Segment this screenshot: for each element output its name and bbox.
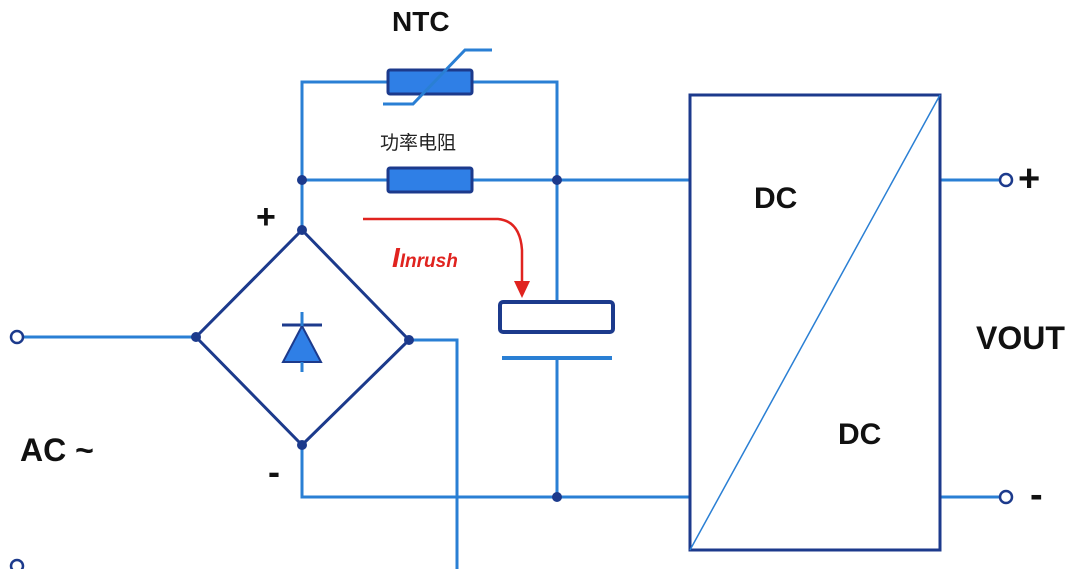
terminal-ac-left (9, 329, 25, 345)
terminal-out-plus (998, 172, 1014, 188)
dc-dc-converter (688, 93, 942, 552)
wire-ntc-loop (300, 80, 388, 180)
capacitor-plate-top (498, 300, 615, 334)
output-minus-label: - (1030, 474, 1043, 516)
node-bridge-right (404, 335, 414, 345)
dc-input-label: DC (754, 182, 798, 215)
dc-output-label: DC (838, 418, 882, 451)
bridge-rectifier (193, 227, 412, 448)
ntc-label: NTC (392, 6, 450, 37)
bridge-minus-label: - (268, 451, 280, 492)
node-bottom-cap (552, 492, 562, 502)
ac-input-label: AC ~ (20, 432, 94, 468)
inrush-label-main: I (392, 242, 400, 273)
inrush-label: IInrush (392, 244, 458, 272)
inrush-arrow (363, 217, 530, 298)
node-bridge-top (297, 225, 307, 235)
output-plus-label: + (1018, 158, 1041, 200)
node-top-left (297, 175, 307, 185)
inrush-arrow-head (514, 281, 530, 298)
diode-triangle (281, 323, 323, 363)
wire-bottom-rail (300, 445, 690, 499)
terminals (9, 172, 1014, 569)
node-bridge-left (191, 332, 201, 342)
bridge-plus-label: + (256, 198, 276, 236)
converter-diagonal (689, 94, 941, 551)
power-resistor-label: 功率电阻 (380, 132, 457, 154)
wire-ac-right (409, 338, 459, 569)
ntc-body (386, 68, 474, 96)
node-bridge-bottom (297, 440, 307, 450)
ntc-thermistor (383, 48, 492, 106)
bulk-capacitor (498, 300, 615, 360)
nodes (191, 175, 562, 502)
terminal-out-minus (998, 489, 1014, 505)
node-top-cap (552, 175, 562, 185)
power-resistor (386, 166, 474, 194)
terminal-ac-bottom (9, 558, 25, 569)
vout-label: VOUT (976, 320, 1065, 356)
ntc-slash (383, 48, 492, 106)
inrush-label-sub: Inrush (399, 251, 458, 272)
wire-ntc-right (472, 80, 559, 180)
inrush-arrow-path (363, 217, 524, 283)
